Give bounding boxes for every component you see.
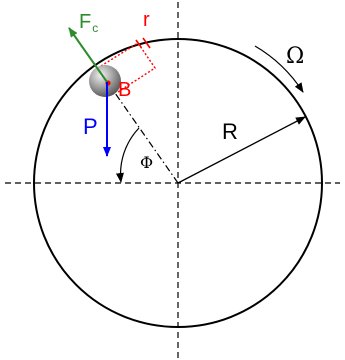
angular-velocity-arrow [254,45,304,93]
centrifugal-force-label: Fc [79,11,98,35]
ball-position-line [107,82,179,184]
centrifugal-force-subscript: c [92,21,98,35]
centrifugal-force-arrow [68,27,108,83]
centrifugal-force-symbol: F [79,11,91,33]
angular-velocity-label: Ω [286,44,304,69]
ball-radius-tick-end [142,37,151,49]
ball-radius-label: r [143,9,150,31]
angle-arc [115,127,140,183]
point-b-label: B [118,79,131,101]
weight-label: P [83,114,98,139]
ball [89,65,121,97]
ball-radius-tick [135,39,142,48]
radius-arrow [177,116,306,184]
ball-radius-marker [100,42,156,93]
ring-circle [33,38,323,328]
angle-label: Φ [140,153,153,172]
radius-label: R [222,119,238,144]
